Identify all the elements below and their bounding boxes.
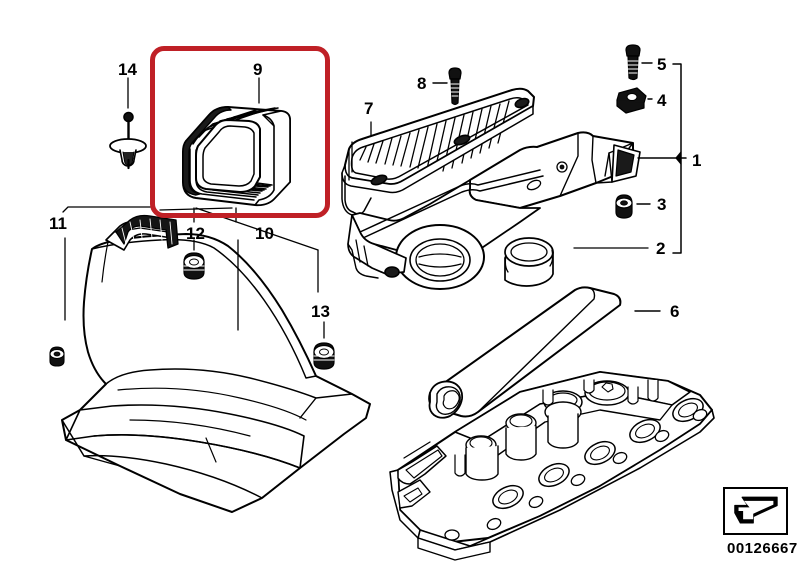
part-11-grommet [49,346,65,367]
callout-1-bracket [637,63,687,254]
callout-5[interactable]: 5 [657,55,667,74]
part-13-grommet [313,342,335,370]
engine-cylinder-head-cover [389,371,715,561]
part-4-clip-nut [616,87,653,114]
part-10-air-intake-duct [49,214,371,513]
diagram-part-number: 00126667 [727,540,798,557]
part-9-rubber-bellows [182,77,291,207]
part-3-rubber-grommet [615,194,651,219]
view-direction-icon-box [723,487,788,535]
part-2-sealing-ring [504,237,554,287]
callout-3[interactable]: 3 [657,195,667,214]
part-1-intake-muffler-housing [347,131,641,290]
callout-9[interactable]: 9 [253,60,263,79]
part-12-grommet [183,252,205,280]
callout-11[interactable]: 11 [49,214,67,233]
callout-4[interactable]: 4 [657,91,667,110]
callout-6[interactable]: 6 [670,302,680,321]
callout-12[interactable]: 12 [186,224,205,243]
callout-7[interactable]: 7 [364,99,374,118]
part-8-screw [432,67,462,106]
callout-13[interactable]: 13 [311,302,330,321]
part-14-expanding-rivet [109,77,147,170]
part-6-air-filter-element [428,286,661,419]
part-7-ribbed-cover [341,87,535,216]
callout-10[interactable]: 10 [255,224,274,243]
view-direction-arrow-icon [734,496,778,524]
callout-1[interactable]: 1 [692,151,702,170]
leader-lines [62,206,325,339]
callout-8[interactable]: 8 [417,74,427,93]
callout-14[interactable]: 14 [118,60,137,79]
part-5-hex-bolt [625,44,653,81]
callout-2[interactable]: 2 [656,239,666,258]
